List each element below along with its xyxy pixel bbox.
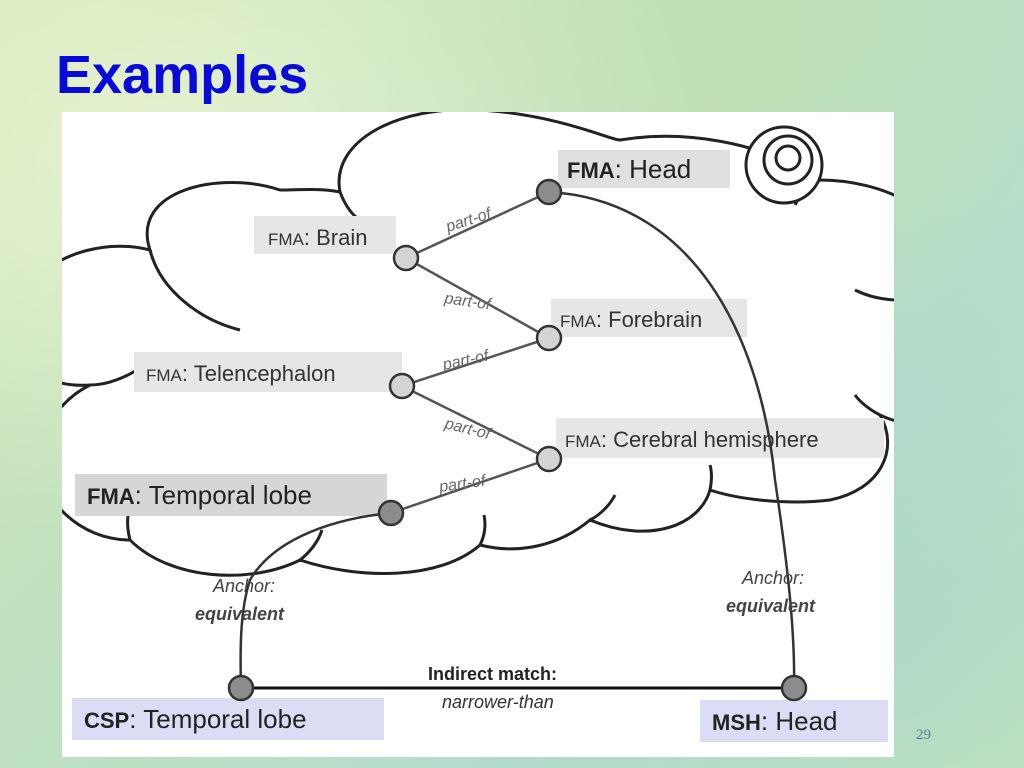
spiral-icon xyxy=(744,125,824,205)
fma-forebrain-label: FMA: Forebrain xyxy=(560,307,702,332)
fma-telencephalon-label: FMA: Telencephalon xyxy=(146,361,336,386)
label-box-csp-temporal-lobe xyxy=(72,698,384,740)
node-csp-temporal-lobe xyxy=(227,674,255,702)
csp-temporal-lobe-label: CSP: Temporal lobe xyxy=(84,704,307,734)
slide-title: Examples xyxy=(56,45,309,105)
label-box-fma-forebrain xyxy=(551,299,747,337)
part-of-label-1: part-of xyxy=(443,205,495,236)
anchor-left-line2: equivalent xyxy=(195,604,285,624)
ontology-diagram: FMA: Head FMA: Brain FMA: Forebrain FMA:… xyxy=(62,112,894,742)
node-brain xyxy=(392,244,420,272)
msh-head-label: MSH: Head xyxy=(712,706,838,736)
fma-temporal-lobe-label: FMA: Temporal lobe xyxy=(87,480,312,510)
anchor-left-line1: Anchor: xyxy=(212,576,275,596)
fma-head-label: FMA: Head xyxy=(567,154,691,184)
label-box-fma-brain xyxy=(254,216,396,254)
part-of-label-3: part-of xyxy=(440,347,491,374)
fma-cerebral-hemisphere-label: FMA: Cerebral hemisphere xyxy=(565,427,819,452)
part-of-label-2: part-of xyxy=(442,290,493,314)
anchor-right-line1: Anchor: xyxy=(741,568,804,588)
edge-telencephalon-cerebral xyxy=(401,384,550,461)
diagram-panel: FMA: Head FMA: Brain FMA: Forebrain FMA:… xyxy=(62,112,894,757)
label-box-fma-temporal-lobe xyxy=(75,474,387,516)
edge-brain-forebrain xyxy=(405,256,550,340)
node-msh-head xyxy=(780,674,808,702)
anchor-right-line2: equivalent xyxy=(726,596,816,616)
edge-temporal-csp xyxy=(239,511,392,689)
node-telencephalon xyxy=(388,372,416,400)
node-head xyxy=(535,178,563,206)
indirect-match-line1: Indirect match: xyxy=(428,664,557,684)
indirect-match-line2: narrower-than xyxy=(442,692,554,712)
edge-telencephalon-forebrain xyxy=(401,336,550,388)
edge-brain-head xyxy=(405,190,550,260)
node-cerebral-hemisphere xyxy=(535,445,563,473)
edge-temporal-cerebral xyxy=(390,457,550,515)
edge-head-msh xyxy=(548,190,796,689)
label-box-fma-telencephalon xyxy=(134,352,402,392)
node-temporal-lobe xyxy=(377,499,405,527)
fma-brain-label: FMA: Brain xyxy=(268,225,367,250)
slide-number: 29 xyxy=(916,727,931,743)
label-box-msh-head xyxy=(700,700,888,742)
label-box-fma-cerebral-hemisphere xyxy=(556,418,884,458)
label-box-fma-head xyxy=(558,150,730,188)
node-forebrain xyxy=(535,324,563,352)
part-of-label-5: part-of xyxy=(437,472,488,496)
